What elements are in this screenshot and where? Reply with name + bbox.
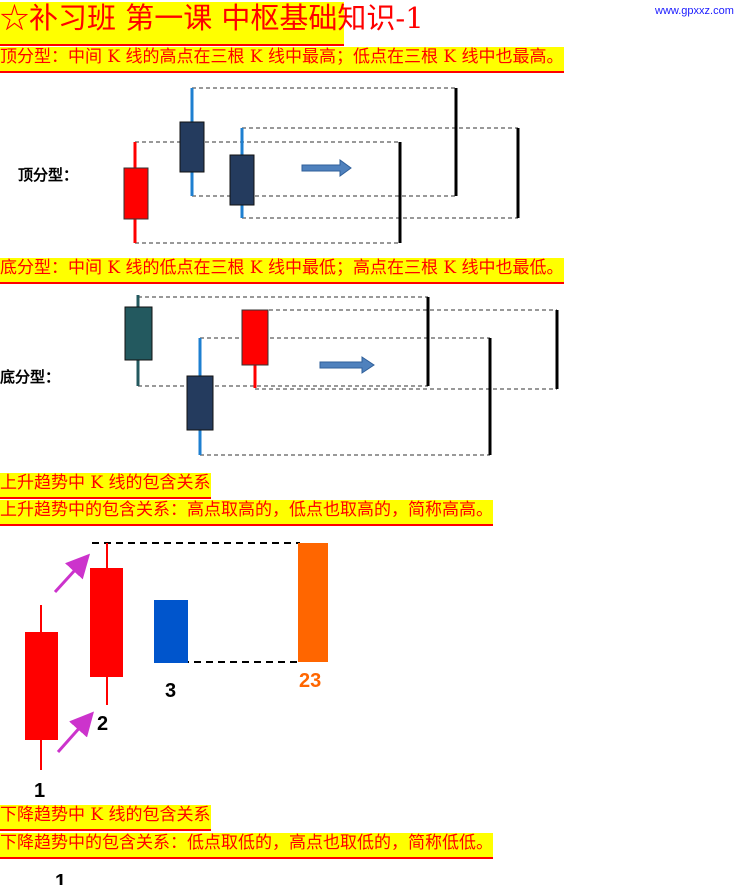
downtrend-desc: 下降趋势中的包含关系：低点取低的，高点也取低的，简称低低。 [0,833,493,859]
candle-label-23: 23 [299,670,321,692]
bottom-fractal-heading: 底分型：中间 K 线的低点在三根 K 线中最低；高点在三根 K 线中也最低。 [0,258,564,284]
up-candle-3 [154,600,188,663]
candle-label-1: 1 [34,780,45,802]
candle-label-3: 3 [165,680,176,702]
top-candle-3 [229,128,255,218]
arrow-icon [53,553,91,594]
right-arrow-icon [301,159,352,177]
candle-label-2: 2 [97,713,108,735]
uptrend-desc: 上升趋势中的包含关系：高点取高的，低点也取高的，简称高高。 [0,500,493,526]
bottom-candle-2 [186,338,214,455]
down-candle-label-1: 1 [55,871,66,885]
top-candle-1 [123,142,149,243]
up-candle-1 [25,605,58,770]
merged-candle-23 [298,543,328,662]
downtrend-heading: 下降趋势中 K 线的包含关系 [0,805,211,831]
top-fractal-heading: 顶分型：中间 K 线的高点在三根 K 线中最高；低点在三根 K 线中也最高。 [0,47,564,73]
top-candle-2 [179,88,205,196]
bottom-candle-3 [241,309,269,388]
bottom-fractal-guides [138,296,557,456]
uptrend-heading: 上升趋势中 K 线的包含关系 [0,473,211,499]
inclusion-guides [92,542,300,663]
up-candle-2 [90,543,123,705]
bottom-fractal-label: 底分型： [0,368,60,386]
bottom-candle-1 [124,295,153,386]
arrow-icon [56,711,94,753]
right-arrow-icon [319,356,375,374]
top-fractal-label: 顶分型： [18,166,78,184]
watermark-link[interactable]: www.gpxxz.com [655,5,734,17]
